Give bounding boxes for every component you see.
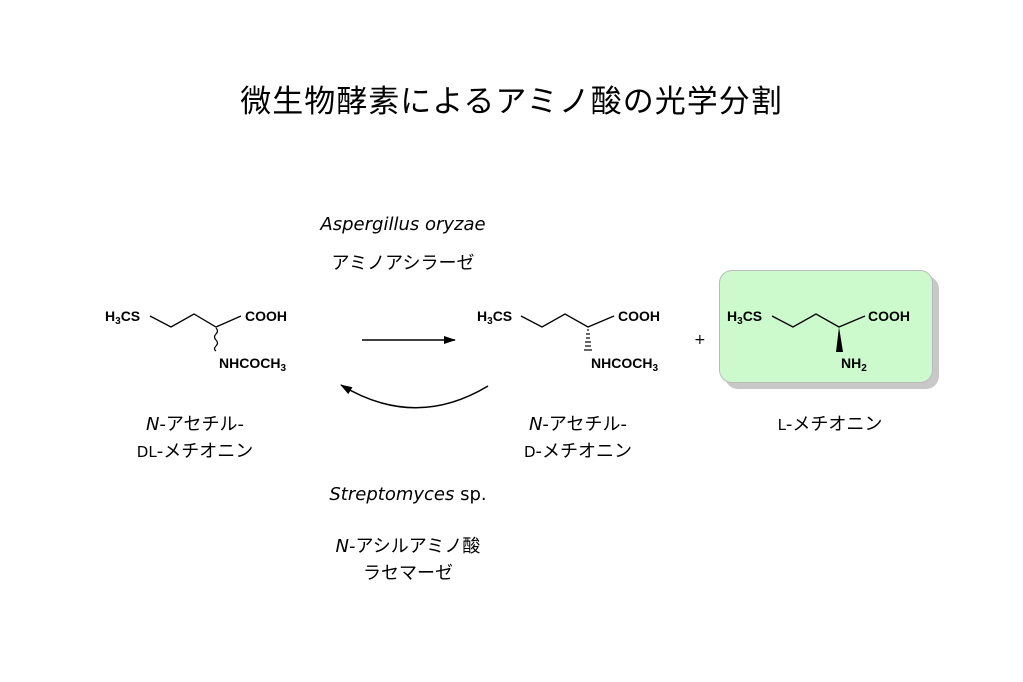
mol3-amine-label: NH2 bbox=[841, 355, 867, 374]
mol2-carbon-chain bbox=[520, 313, 615, 328]
mol3-carbon-chain bbox=[771, 313, 866, 328]
mol2-methylthio-label: H3CS bbox=[477, 308, 513, 327]
racemase-organism: Streptomyces sp. bbox=[329, 484, 487, 505]
racemization-arrow bbox=[340, 384, 489, 409]
mol3-methylthio-label: H3CS bbox=[727, 308, 763, 327]
mol1-amine-label: NHCOCH3 bbox=[219, 355, 287, 374]
mol2-carboxyl-label: COOH bbox=[618, 308, 660, 324]
mol1-carboxyl-label: COOH bbox=[245, 308, 287, 324]
product-highlight-box bbox=[719, 270, 933, 383]
page-title: 微生物酵素によるアミノ酸の光学分割 bbox=[240, 84, 783, 120]
plus-sign: + bbox=[694, 332, 706, 348]
forward-enzyme-name: アミノアシラーゼ bbox=[331, 253, 475, 274]
mol3-name: L-メチオニン bbox=[777, 414, 883, 435]
mol3-solid-wedge bbox=[836, 327, 843, 352]
mol2-hashed-wedge bbox=[584, 329, 592, 351]
mol2-name: N-アセチル- D-メチオニン bbox=[523, 414, 633, 462]
forward-enzyme-organism: Aspergillus oryzae bbox=[320, 214, 486, 235]
mol1-carbon-chain bbox=[149, 313, 242, 328]
mol1-methylthio-label: H3CS bbox=[105, 308, 141, 327]
racemase-name: N-アシルアミノ酸 ラセマーゼ bbox=[335, 536, 481, 584]
mol1-wavy-bond bbox=[213, 327, 219, 352]
mol3-carboxyl-label: COOH bbox=[868, 308, 910, 324]
mol2-amine-label: NHCOCH3 bbox=[591, 355, 659, 374]
mol1-name: N-アセチル- DL-メチオニン bbox=[136, 414, 254, 462]
